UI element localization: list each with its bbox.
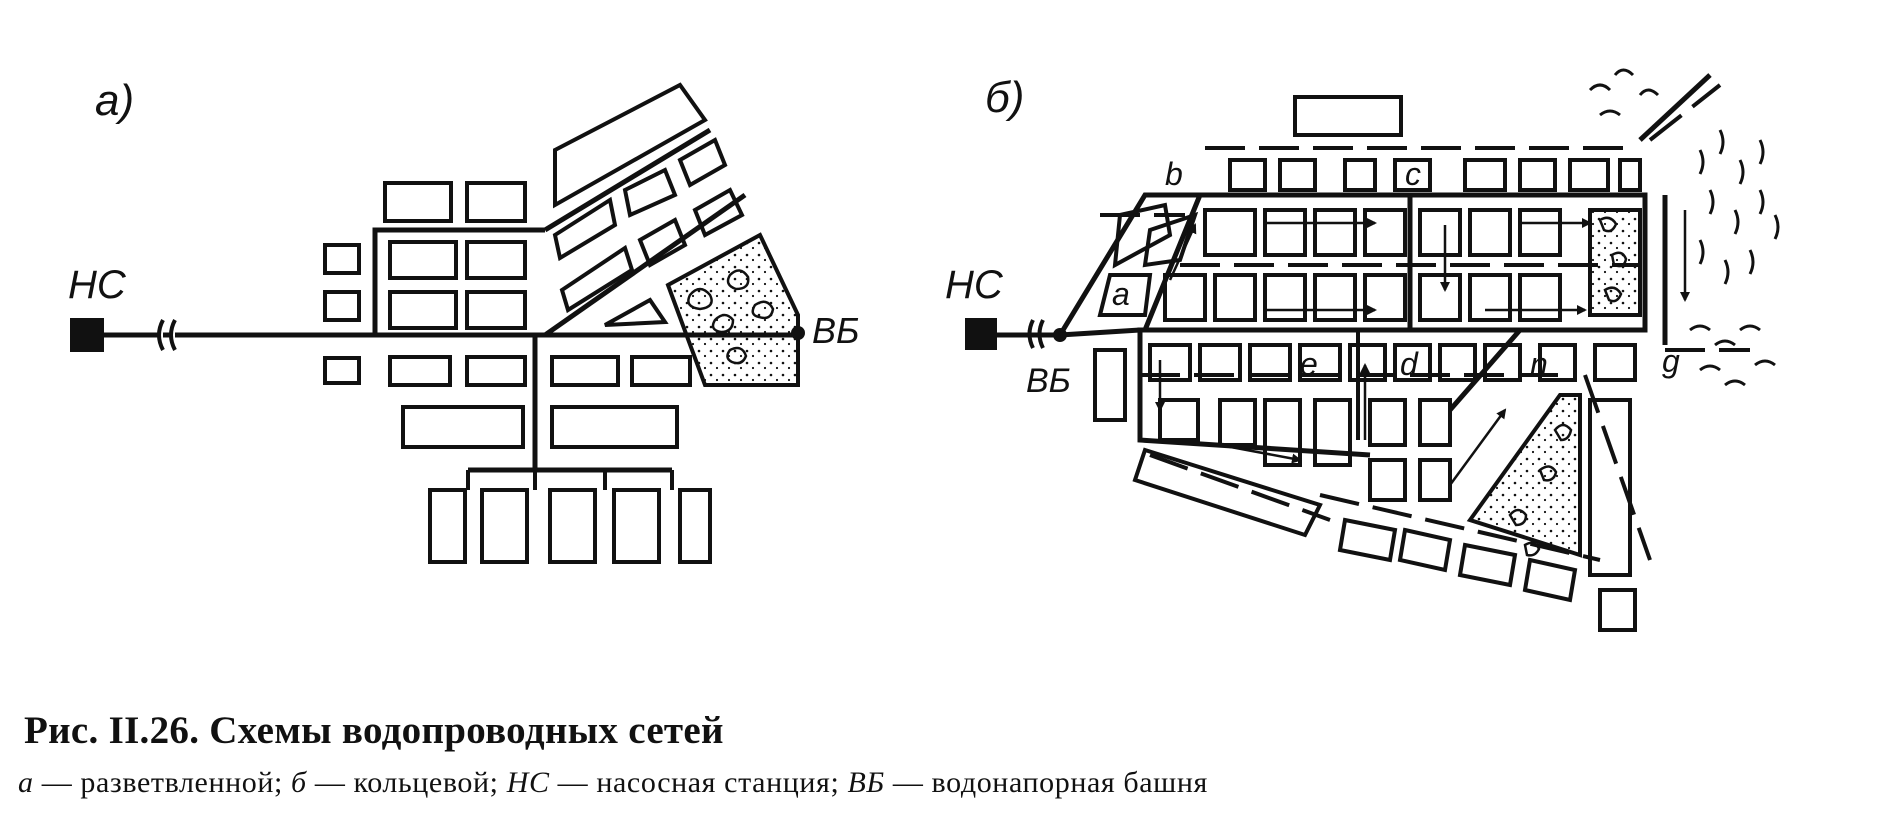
- legend-key: б: [291, 766, 307, 799]
- panel-b-pump-station-label: НС: [945, 263, 1004, 307]
- legend-text: — кольцевой;: [306, 766, 507, 799]
- figure-caption-legend: а — разветвленной; б — кольцевой; НС — н…: [18, 766, 1208, 800]
- node-label: g: [1662, 343, 1680, 379]
- flow-arrow-icon: [1155, 210, 1690, 486]
- legend-text: — разветвленной;: [33, 766, 292, 799]
- figure-caption-title: Рис. II.26. Схемы водопроводных сетей: [24, 709, 724, 752]
- legend-key: ВБ: [847, 766, 885, 799]
- park-pattern-icon: [1466, 393, 1582, 558]
- panel-a: а) НС: [68, 76, 859, 564]
- ring-main-outer: [1057, 192, 1648, 458]
- node-label: e: [1300, 346, 1318, 382]
- pump-station-square-icon: [965, 318, 997, 350]
- node-label: n: [1530, 346, 1548, 382]
- legend-text: — насосная станция;: [549, 766, 848, 799]
- panel-b-label: б): [985, 73, 1024, 122]
- node-label: c: [1405, 156, 1421, 192]
- legend-key: НС: [506, 766, 550, 799]
- panel-a-pump-station-label: НС: [68, 263, 127, 307]
- park-pattern-icon: [665, 232, 800, 387]
- panel-a-label: а): [95, 76, 134, 125]
- legend-text: — водонапорная башня: [884, 766, 1208, 799]
- panel-a-water-tower-label: ВБ: [812, 310, 859, 351]
- water-tower-dot-icon: [791, 326, 805, 340]
- node-label: d: [1400, 346, 1419, 382]
- legend-key: а: [18, 766, 34, 799]
- node-label: b: [1165, 156, 1183, 192]
- node-label: a: [1112, 276, 1130, 312]
- panel-b-water-tower-label: ВБ: [1026, 362, 1071, 400]
- water-network-figure: а) НС: [68, 68, 1780, 632]
- pump-station-square-icon: [70, 318, 104, 352]
- branch-pipe-upper: [372, 227, 545, 335]
- panel-b: б) НС ВБ: [945, 68, 1780, 632]
